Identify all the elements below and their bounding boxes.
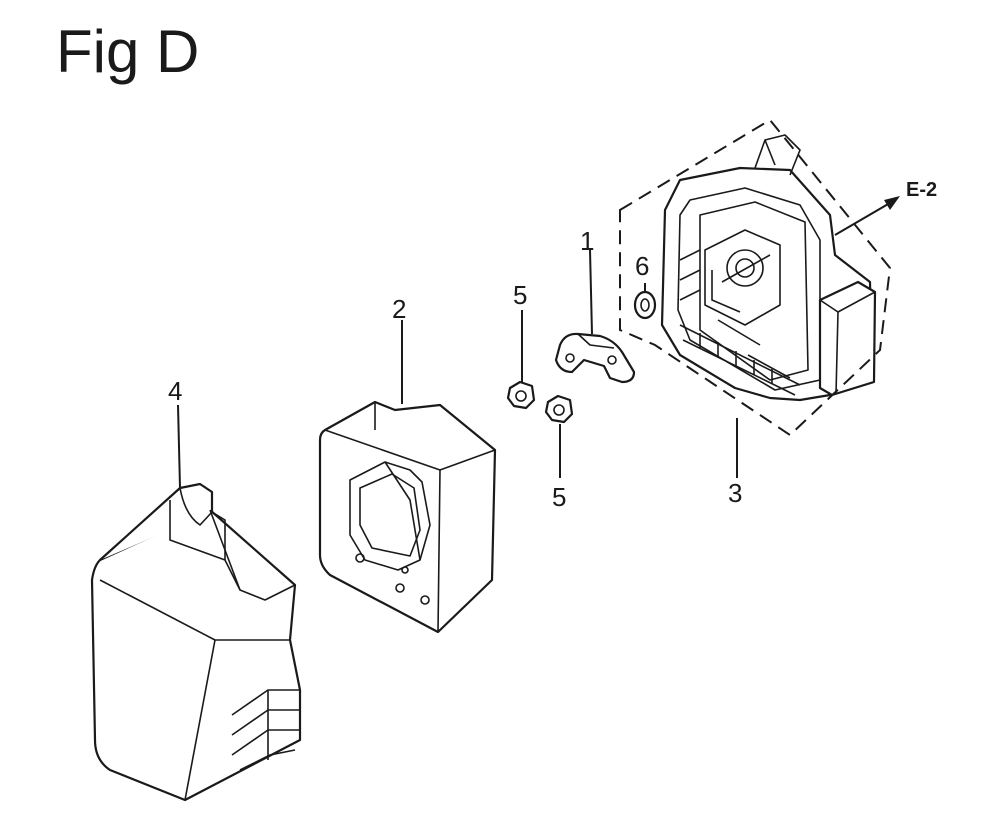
assembly-outline xyxy=(619,118,892,437)
callout-5-upper: 5 xyxy=(513,280,527,310)
air-filter-element-part[interactable] xyxy=(318,400,497,634)
nut-part-b[interactable] xyxy=(544,394,574,424)
figure-title: Fig D xyxy=(56,18,200,85)
callout-6: 6 xyxy=(635,251,649,281)
callout-1: 1 xyxy=(580,226,594,256)
reference-e2: E-2 xyxy=(906,179,937,201)
bracket-part[interactable] xyxy=(554,332,636,384)
grommet-part[interactable] xyxy=(633,290,657,320)
air-cleaner-case-part[interactable] xyxy=(660,134,877,402)
air-cleaner-cover-part[interactable] xyxy=(90,482,302,802)
callout-2: 2 xyxy=(392,294,406,324)
nut-part-a[interactable] xyxy=(506,380,536,410)
arrow-head xyxy=(884,196,900,210)
callout-5-lower: 5 xyxy=(552,482,566,512)
callout-4: 4 xyxy=(168,376,182,406)
callout-3: 3 xyxy=(728,478,742,508)
leader-lines xyxy=(177,196,900,489)
